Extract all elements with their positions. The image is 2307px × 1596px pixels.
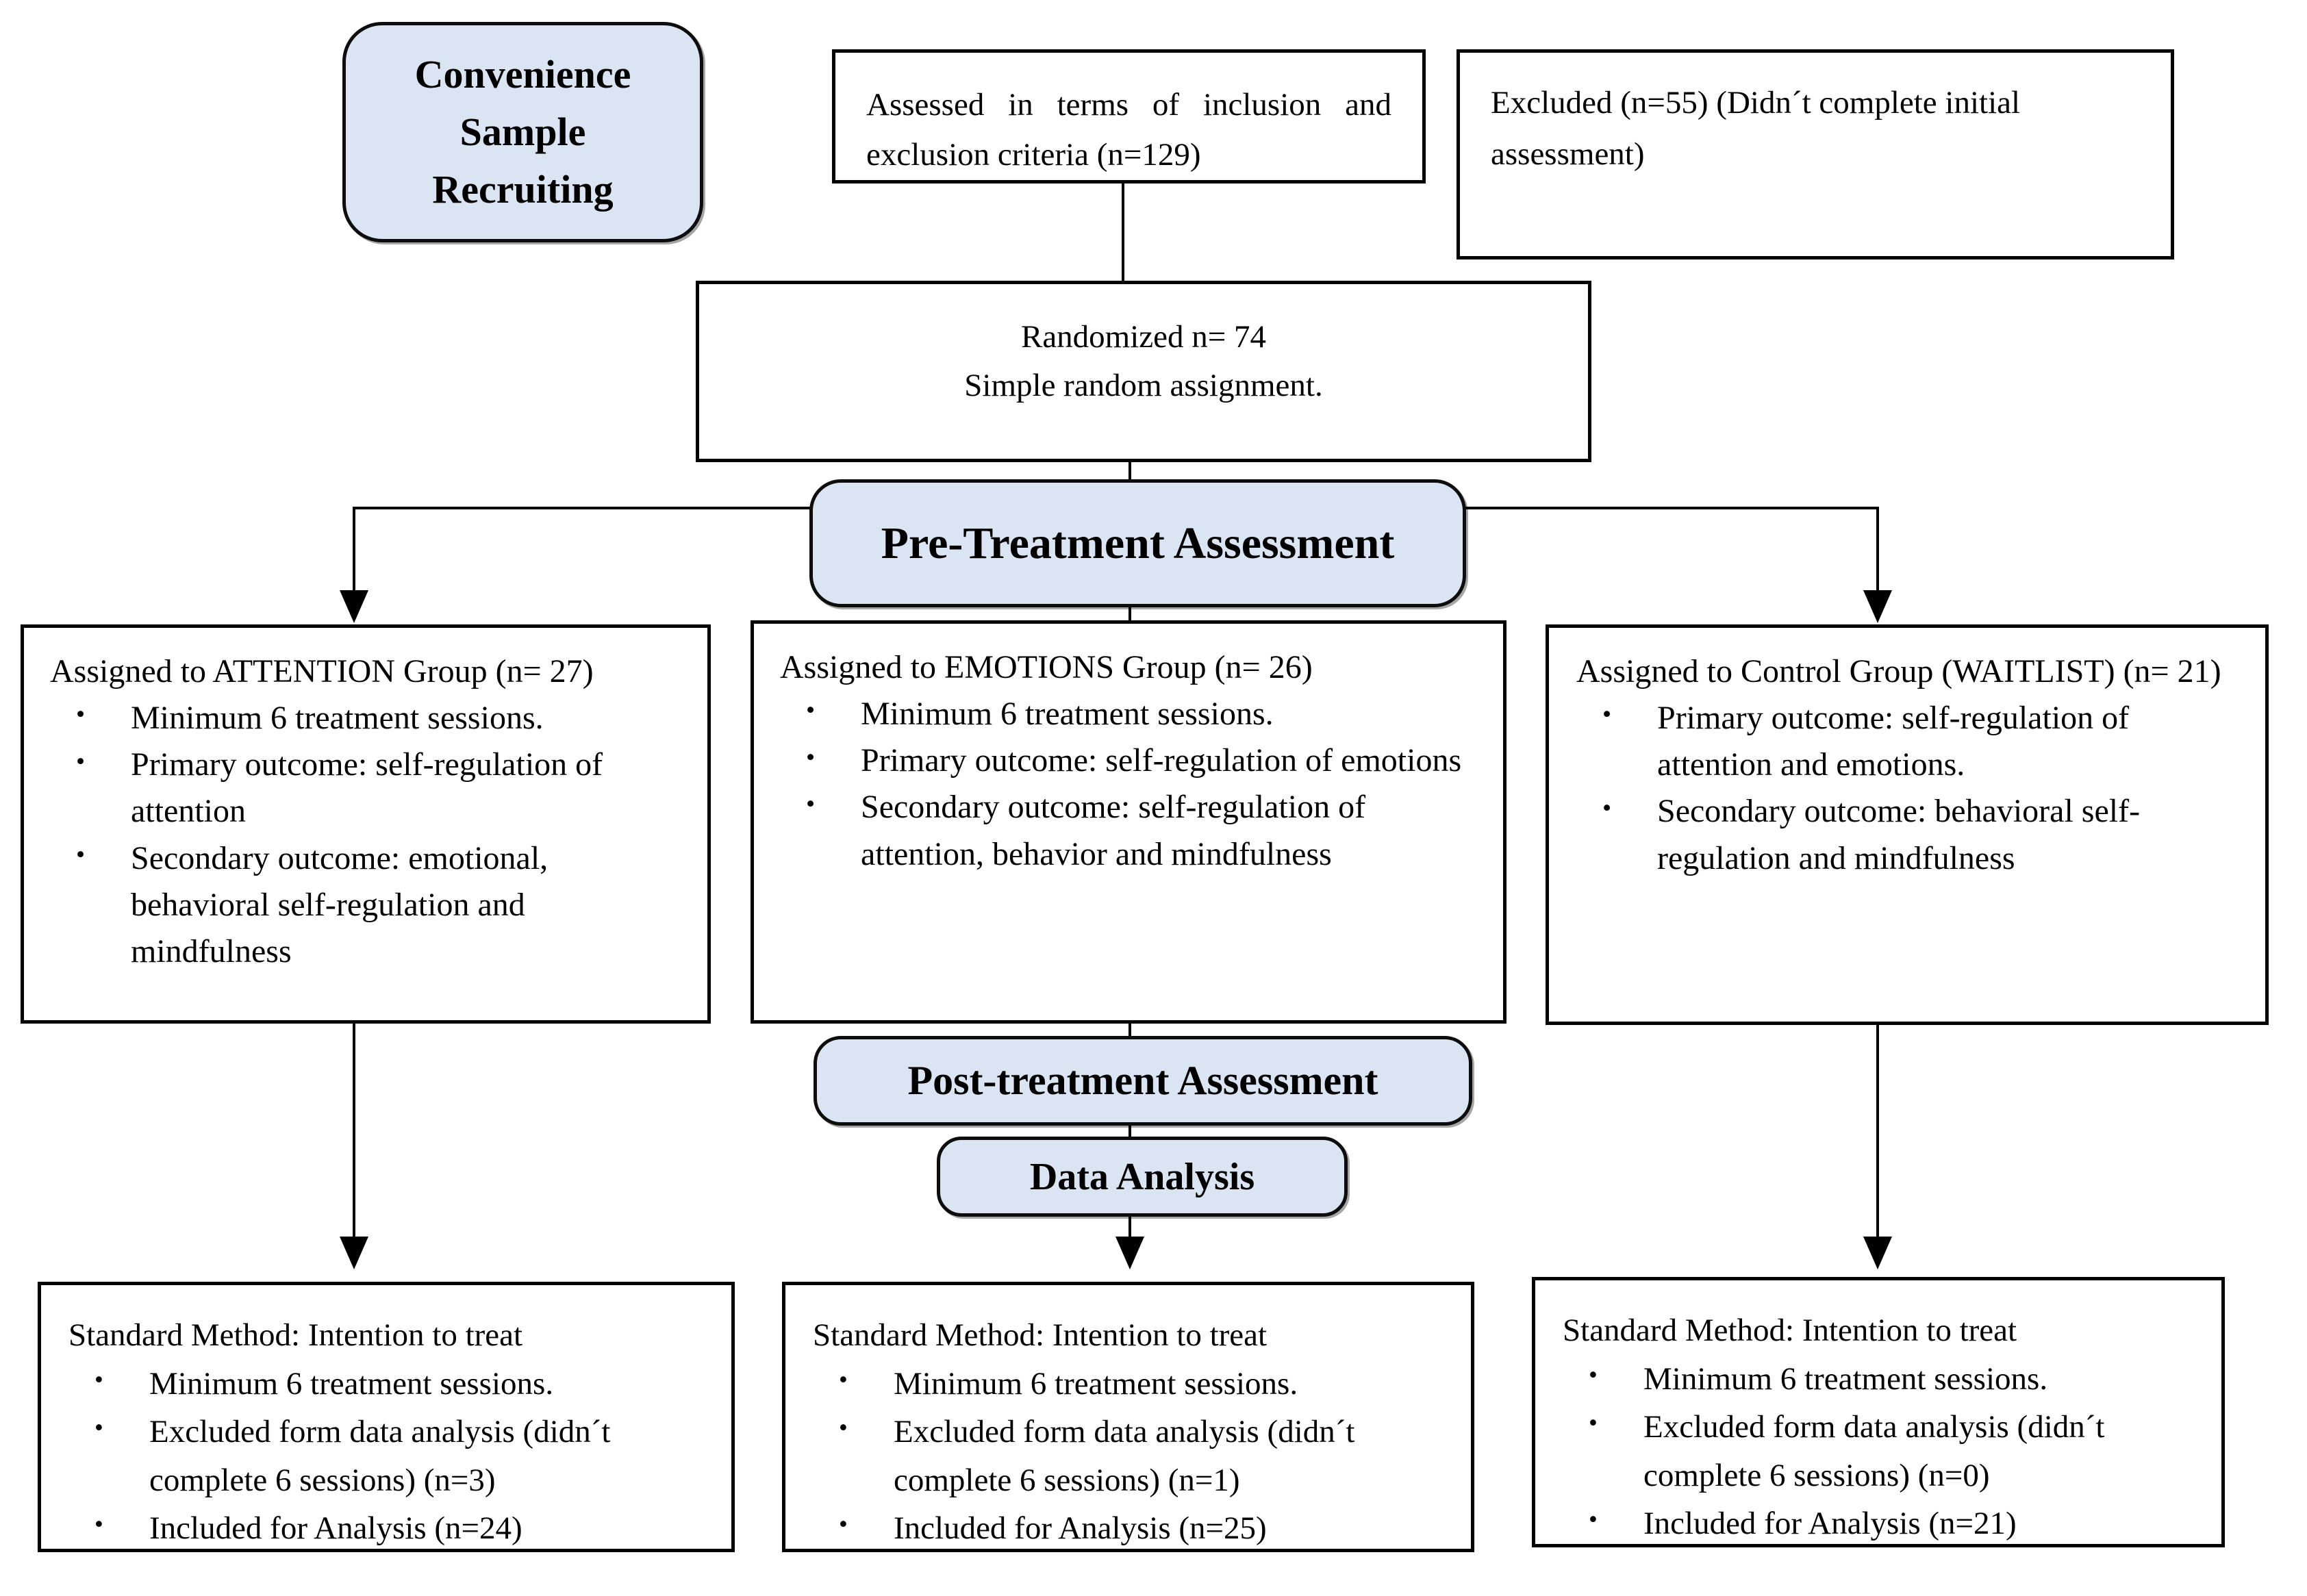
list-item: Secondary outcome: behavioral self-regul… xyxy=(1576,788,2231,881)
list-item: Included for Analysis (n=24) xyxy=(68,1504,663,1553)
randomized-line2: Simple random assignment. xyxy=(964,367,1323,403)
itt-emotions-bullets: Minimum 6 treatment sessions. Excluded f… xyxy=(813,1360,1402,1553)
list-item: Primary outcome: self-regulation of emot… xyxy=(780,737,1462,784)
node-waitlist-control-group: Assigned to Control Group (WAITLIST) (n=… xyxy=(1546,624,2269,1025)
node-excluded: Excluded (n=55) (Didn´t complete initial… xyxy=(1457,49,2174,259)
list-item: Minimum 6 treatment sessions. xyxy=(68,1360,663,1408)
itt-emotions-title: Standard Method: Intention to treat xyxy=(813,1317,1268,1353)
node-analysis-waitlist-group: Standard Method: Intention to treat Mini… xyxy=(1532,1277,2225,1547)
list-item: Secondary outcome: self-regulation of at… xyxy=(780,784,1462,877)
arrowhead-to-waitlist-analysis xyxy=(1863,1237,1892,1269)
post-treatment-label: Post-treatment Assessment xyxy=(907,1058,1378,1103)
node-assessed-inclusion-exclusion: Assessed in terms of inclusion and exclu… xyxy=(832,49,1426,183)
itt-waitlist-title: Standard Method: Intention to treat xyxy=(1563,1313,2017,1348)
connector-drop-to-attention-group xyxy=(353,507,355,593)
connector-data-analysis-to-analysis xyxy=(1129,1215,1131,1238)
connector-drop-to-waitlist-group xyxy=(1876,507,1879,593)
list-item: Excluded form data analysis (didn´t comp… xyxy=(68,1408,663,1504)
emotions-group-bullets: Minimum 6 treatment sessions. Primary ou… xyxy=(780,691,1462,878)
list-item: Included for Analysis (n=25) xyxy=(813,1504,1402,1553)
node-analysis-attention-group: Standard Method: Intention to treat Mini… xyxy=(38,1282,735,1552)
itt-attention-title: Standard Method: Intention to treat xyxy=(68,1317,523,1353)
node-emotions-group: Assigned to EMOTIONS Group (n= 26) Minim… xyxy=(751,620,1507,1024)
node-randomized: Randomized n= 74 Simple random assignmen… xyxy=(696,281,1591,462)
emotions-group-title: Assigned to EMOTIONS Group (n= 26) xyxy=(780,649,1313,685)
connector-branch-right xyxy=(1465,507,1879,509)
data-analysis-label: Data Analysis xyxy=(1029,1155,1255,1198)
node-data-analysis: Data Analysis xyxy=(937,1137,1348,1217)
connector-pretreatment-to-emotions-group xyxy=(1129,606,1131,622)
node-pre-treatment-assessment: Pre-Treatment Assessment xyxy=(809,479,1466,607)
itt-waitlist-bullets: Minimum 6 treatment sessions. Excluded f… xyxy=(1563,1355,2153,1548)
randomized-line1: Randomized n= 74 xyxy=(1020,319,1267,355)
node-post-treatment-assessment: Post-treatment Assessment xyxy=(814,1036,1472,1126)
list-item: Minimum 6 treatment sessions. xyxy=(780,691,1462,737)
list-item: Primary outcome: self-regulation of atte… xyxy=(1576,695,2231,788)
connector-emotions-to-posttreatment xyxy=(1129,1022,1131,1037)
arrowhead-to-attention-group xyxy=(340,590,368,623)
connector-randomized-to-pretreatment xyxy=(1129,461,1131,481)
arrowhead-to-emotions-analysis xyxy=(1115,1237,1144,1269)
node-convenience-sample-recruiting: Convenience Sample Recruiting xyxy=(342,22,703,242)
recruiting-label: Convenience Sample Recruiting xyxy=(414,51,631,212)
excluded-text: Excluded (n=55) (Didn´t complete initial… xyxy=(1491,85,2021,173)
attention-group-title: Assigned to ATTENTION Group (n= 27) xyxy=(50,653,594,689)
list-item: Included for Analysis (n=21) xyxy=(1563,1499,2153,1548)
itt-attention-bullets: Minimum 6 treatment sessions. Excluded f… xyxy=(68,1360,663,1553)
waitlist-group-bullets: Primary outcome: self-regulation of atte… xyxy=(1576,695,2231,882)
connector-branch-left xyxy=(354,507,811,509)
list-item: Minimum 6 treatment sessions. xyxy=(813,1360,1402,1408)
connector-attention-to-analysis xyxy=(353,1022,355,1238)
list-item: Primary outcome: self-regulation of atte… xyxy=(50,742,639,835)
node-analysis-emotions-group: Standard Method: Intention to treat Mini… xyxy=(782,1282,1474,1552)
list-item: Secondary outcome: emotional, behavioral… xyxy=(50,835,639,975)
assessed-text: Assessed in terms of inclusion and exclu… xyxy=(866,87,1391,173)
attention-group-bullets: Minimum 6 treatment sessions. Primary ou… xyxy=(50,695,639,975)
connector-posttreatment-to-data-analysis xyxy=(1129,1124,1131,1138)
list-item: Minimum 6 treatment sessions. xyxy=(50,695,639,742)
pre-treatment-label: Pre-Treatment Assessment xyxy=(881,518,1395,568)
list-item: Excluded form data analysis (didn´t comp… xyxy=(1563,1403,2153,1499)
list-item: Minimum 6 treatment sessions. xyxy=(1563,1355,2153,1404)
connector-waitlist-to-analysis xyxy=(1876,1024,1879,1238)
list-item: Excluded form data analysis (didn´t comp… xyxy=(813,1408,1402,1504)
waitlist-group-title: Assigned to Control Group (WAITLIST) (n=… xyxy=(1576,653,2221,689)
connector-assessed-to-randomized xyxy=(1122,182,1124,282)
arrowhead-to-waitlist-group xyxy=(1863,590,1892,623)
arrowhead-to-attention-analysis xyxy=(340,1237,368,1269)
node-attention-group: Assigned to ATTENTION Group (n= 27) Mini… xyxy=(21,624,711,1024)
